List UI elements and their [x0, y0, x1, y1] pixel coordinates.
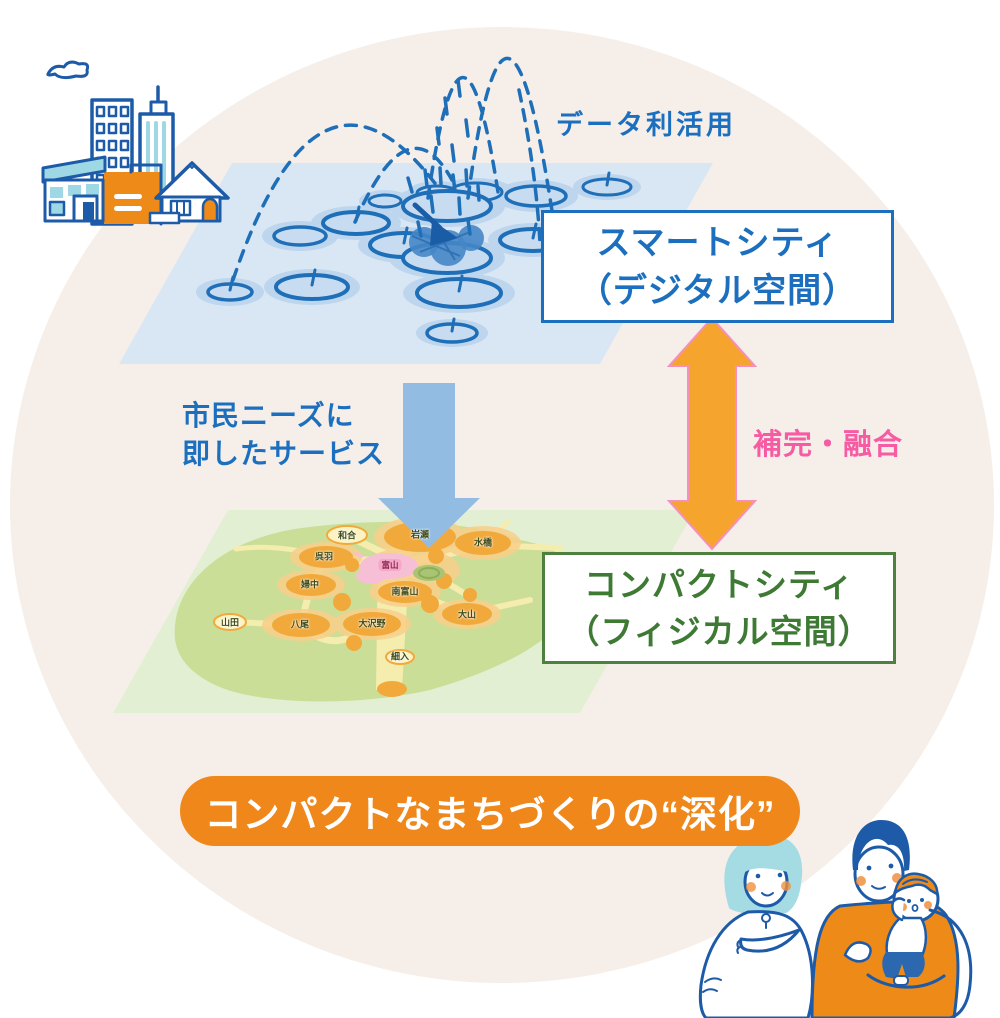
cloud-icon [46, 60, 90, 80]
citizen-needs-line2: 即したサービス [182, 438, 386, 469]
map-label-minamitoyama: 南富山 [391, 586, 419, 597]
smart-city-box: スマートシティ （デジタル空間） [541, 210, 894, 323]
compact-city-line2: （フィジカル空間） [566, 613, 872, 650]
ripple-pins [228, 171, 611, 333]
map-label-yatsuo: 八尾 [290, 619, 310, 630]
map-label-mizuhashi: 水橋 [473, 537, 493, 548]
data-cluster [409, 202, 484, 266]
man-with-baby-illustration [810, 820, 973, 1018]
label-complement-fusion: 補完・融合 [753, 429, 904, 461]
data-streams [406, 78, 481, 238]
woman-illustration [698, 818, 814, 1018]
map-label-toyama: 富山 [378, 559, 402, 571]
map-label-iwase: 岩瀬 [410, 529, 430, 540]
map-label-osawano: 大沢野 [358, 618, 386, 629]
compact-city-line1: コンパクトシティ [583, 566, 855, 603]
map-label-kureha: 呉羽 [314, 551, 334, 562]
map-label-wago: 和合 [337, 530, 357, 541]
fusion-double-arrow [666, 316, 758, 551]
compact-city-box: コンパクトシティ （フィジカル空間） [542, 552, 896, 664]
baby-illustration [882, 872, 940, 986]
map-label-fuchu: 婦中 [300, 579, 320, 590]
citizen-needs-line1: 市民ニーズに [182, 400, 355, 431]
map-label-yamada: 山田 [220, 617, 240, 628]
map-urban-nodes [272, 522, 511, 697]
data-trajectories [231, 56, 558, 282]
deepening-banner: コンパクトなまちづくりの“深化” [180, 776, 800, 846]
city-illustration [41, 60, 230, 226]
family-illustration [698, 818, 973, 1018]
map-village-nodes [213, 525, 415, 665]
smart-city-line2: （デジタル空間） [577, 271, 858, 310]
label-data-utilization: データ利活用 [556, 110, 736, 140]
deepening-banner-text: コンパクトなまちづくりの“深化” [204, 794, 776, 835]
map-label-hosoiri: 細入 [390, 651, 410, 662]
service-down-arrow [378, 383, 480, 548]
map-label-oyama: 大山 [457, 609, 477, 620]
smart-city-line1: スマートシティ [596, 223, 839, 262]
label-citizen-needs: 市民ニーズに 即したサービス [182, 397, 385, 473]
